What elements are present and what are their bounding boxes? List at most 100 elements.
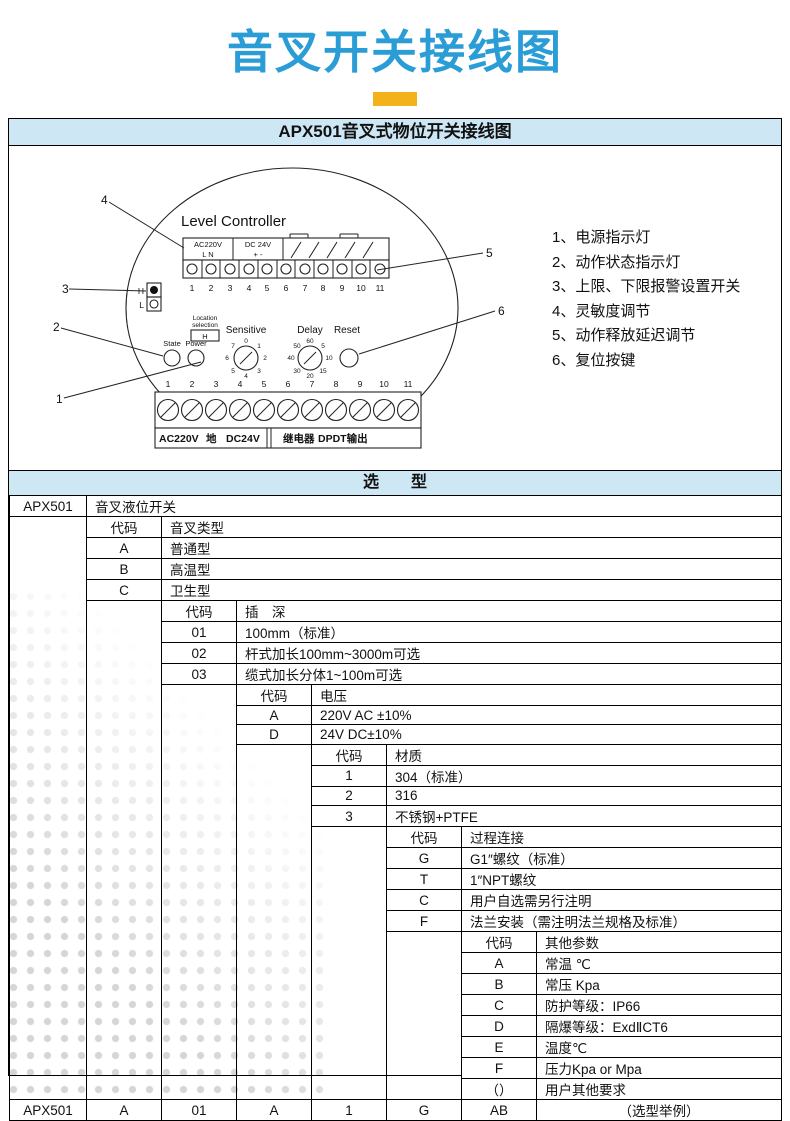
dial-tick: 40 <box>287 355 295 362</box>
main-panel: APX501音叉式物位开关接线图 Level Controller AC220V… <box>8 118 783 1121</box>
cell-empty <box>9 847 87 869</box>
top-terminal-number: 5 <box>265 283 270 293</box>
cell-empty <box>86 805 162 827</box>
cell-empty <box>161 1078 237 1100</box>
top-terminal-block: AC220V L N DC 24V + - 1 2 3 4 <box>182 233 390 293</box>
cell-empty <box>311 1036 387 1058</box>
table-row: 代码过程连接 <box>9 826 783 849</box>
callout-4: 4 <box>101 193 108 207</box>
cell-code: 3 <box>311 805 387 828</box>
callout-3: 3 <box>62 282 69 296</box>
table-row: （）用户其他要求 <box>9 1078 783 1101</box>
cell-empty <box>9 889 87 911</box>
dial-tick: 60 <box>306 338 314 345</box>
dial-tick: 1 <box>257 343 261 350</box>
cell-empty <box>386 931 462 953</box>
bottom-terminal-number: 4 <box>238 379 243 389</box>
dc-pins-label: + - <box>254 250 263 259</box>
cell-empty <box>86 663 162 685</box>
bottom-terminal-number: 7 <box>310 379 315 389</box>
state-label: State <box>163 339 181 348</box>
cell-empty <box>9 1036 87 1058</box>
callout-1: 1 <box>56 392 63 406</box>
cell-desc: 常温 ℃ <box>535 952 783 975</box>
cell-empty <box>86 642 162 664</box>
example-code: 01 <box>161 1099 237 1121</box>
cell-desc: 常压 Kpa <box>535 973 783 996</box>
dial-tick: 5 <box>231 368 235 375</box>
cell-code: B <box>86 558 162 580</box>
cell-empty <box>311 1057 387 1079</box>
cell-empty <box>236 847 312 869</box>
cell-code: D <box>236 724 312 745</box>
example-code: G <box>386 1099 462 1121</box>
cell-empty <box>161 1015 237 1037</box>
example-row: APX501 A 01 A 1 G AB （选型举例） <box>9 1099 783 1121</box>
reset-button: Reset <box>334 325 360 368</box>
cell-empty <box>9 516 87 538</box>
cell-empty <box>86 724 162 745</box>
cell-empty <box>386 994 462 1016</box>
cell-empty <box>9 931 87 953</box>
cell-empty <box>386 1057 462 1079</box>
dial-tick: 50 <box>293 343 301 350</box>
cell-empty <box>9 1057 87 1079</box>
cell-empty <box>386 1036 462 1058</box>
cell-code: 02 <box>161 642 237 664</box>
dial-tick: 3 <box>257 368 261 375</box>
legend-item-5: 5、动作释放延迟调节 <box>552 327 696 345</box>
bottom-terminal-number: 8 <box>334 379 339 389</box>
cell-empty <box>236 931 312 953</box>
cell-empty <box>236 826 312 848</box>
cell-empty <box>86 889 162 911</box>
cell-empty <box>86 973 162 995</box>
cell-empty <box>236 910 312 932</box>
cell-desc: 杆式加长100mm~3000m可选 <box>235 642 783 664</box>
cell-empty <box>86 705 162 725</box>
cell-empty <box>236 973 312 995</box>
cell-code: A <box>86 537 162 559</box>
table-row: 代码材质 <box>9 743 783 766</box>
cell-desc: 316 <box>385 785 783 807</box>
cell-code: C <box>86 579 162 601</box>
bottom-terminal-number: 3 <box>214 379 219 389</box>
example-code: A <box>236 1099 312 1121</box>
cell-empty <box>311 994 387 1016</box>
cell-empty <box>236 1057 312 1079</box>
cell-code: APX501 <box>9 495 87 517</box>
cell-empty <box>236 889 312 911</box>
cell-code: E <box>461 1036 537 1059</box>
title-underline-bar <box>373 92 417 106</box>
table-row: 代码其他参数 <box>9 931 783 954</box>
cell-code: C <box>386 889 462 912</box>
cell-empty <box>236 952 312 974</box>
cell-empty <box>86 1015 162 1037</box>
cell-code: C <box>461 994 537 1017</box>
cell-empty <box>9 952 87 974</box>
top-terminal-number: 2 <box>209 283 214 293</box>
delay-label: Delay <box>297 325 323 336</box>
wiring-diagram: Level Controller AC220V L N DC 24V + - <box>9 146 781 470</box>
cell-empty <box>311 973 387 995</box>
bottom-terminal-number: 11 <box>404 379 413 389</box>
cell-empty <box>161 805 237 827</box>
bottom-terminal-number: 5 <box>262 379 267 389</box>
cell-empty <box>9 705 87 725</box>
cell-empty <box>86 621 162 643</box>
panel-header: APX501音叉式物位开关接线图 <box>9 119 781 146</box>
cell-empty <box>9 826 87 848</box>
example-code: 1 <box>311 1099 387 1121</box>
dc-label: DC 24V <box>245 240 271 249</box>
sensitive-knob: Sensitive 0 1 2 3 4 5 6 7 <box>225 325 267 380</box>
cell-empty <box>161 973 237 995</box>
cell-empty <box>9 744 87 766</box>
bottom-terminal-number: 9 <box>358 379 363 389</box>
